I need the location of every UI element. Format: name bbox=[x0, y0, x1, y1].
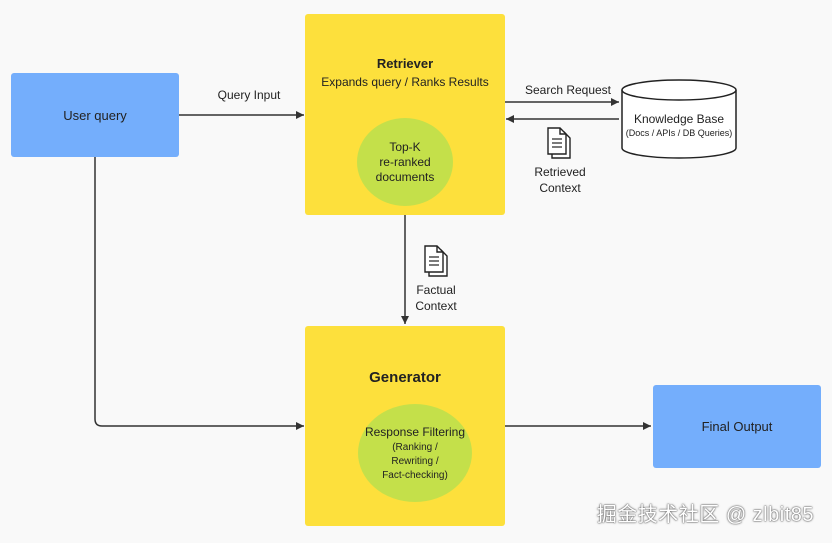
retriever-node: Retriever Expands query / Ranks Results … bbox=[305, 14, 505, 215]
user-query-node: User query bbox=[11, 73, 179, 157]
database-icon bbox=[621, 79, 737, 159]
topk-line-1: Top-K bbox=[389, 139, 421, 154]
knowledge-base-subtitle: (Docs / APIs / DB Queries) bbox=[625, 128, 733, 138]
response-detail-2: Rewriting / bbox=[391, 455, 439, 467]
retrieved-context-label: Retrieved Context bbox=[520, 164, 600, 196]
response-detail-3: Fact-checking) bbox=[382, 469, 448, 481]
response-filtering-ellipse: Response Filtering (Ranking / Rewriting … bbox=[358, 404, 472, 502]
topk-line-2: re-ranked bbox=[379, 154, 431, 169]
generator-node: Generator Response Filtering (Ranking / … bbox=[305, 326, 505, 526]
document-icon bbox=[424, 245, 448, 277]
factual-context-label: Factual Context bbox=[396, 282, 476, 314]
retriever-subtitle: Expands query / Ranks Results bbox=[321, 75, 489, 89]
factual-context-line-2: Context bbox=[415, 299, 457, 313]
generator-title: Generator bbox=[369, 369, 441, 386]
retrieved-context-line-2: Context bbox=[539, 181, 581, 195]
response-detail-1: (Ranking / bbox=[392, 441, 438, 453]
query-input-label: Query Input bbox=[217, 88, 281, 102]
topk-ellipse: Top-K re-ranked documents bbox=[357, 118, 453, 206]
topk-line-3: documents bbox=[375, 169, 435, 184]
arrow-user-to-generator bbox=[94, 157, 304, 430]
search-request-label: Search Request bbox=[524, 83, 612, 97]
knowledge-base-title: Knowledge Base bbox=[633, 112, 725, 126]
final-output-node: Final Output bbox=[653, 385, 821, 468]
user-query-label: User query bbox=[63, 107, 127, 123]
retriever-title: Retriever bbox=[376, 56, 434, 71]
final-output-label: Final Output bbox=[701, 419, 773, 434]
document-icon bbox=[547, 127, 571, 159]
watermark: 掘金技术社区 @ zlbit85 bbox=[596, 504, 814, 526]
retrieved-context-line-1: Retrieved bbox=[534, 165, 586, 179]
factual-context-line-1: Factual bbox=[416, 283, 456, 297]
knowledge-base-label: Knowledge Base (Docs / APIs / DB Queries… bbox=[622, 111, 736, 139]
response-filtering-title: Response Filtering bbox=[364, 424, 466, 439]
